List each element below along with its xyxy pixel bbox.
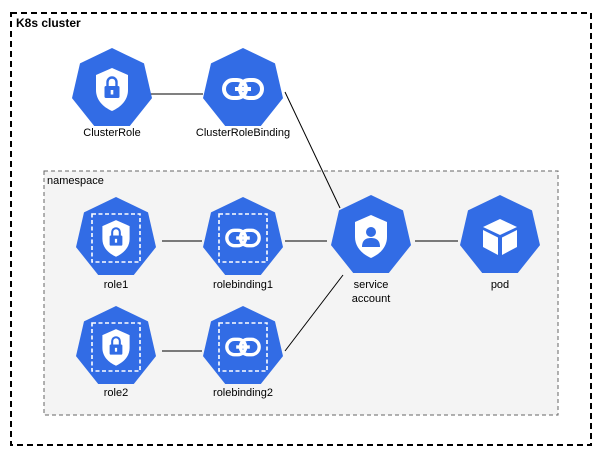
namespace-title: namespace (47, 175, 104, 187)
clusterrole-label: ClusterRole (83, 127, 140, 139)
edge-rolebinding2-serviceaccount (284, 274, 344, 352)
serviceaccount-label-line1: service (354, 279, 389, 291)
clusterrolebinding-label: ClusterRoleBinding (196, 127, 290, 139)
cluster-title: K8s cluster (16, 16, 81, 30)
pod-node: pod (460, 195, 540, 291)
role2-node: role2 (76, 306, 156, 399)
role1-label: role1 (104, 279, 128, 291)
edge-clusterrolebinding-serviceaccount (284, 91, 341, 209)
rolebinding2-node: rolebinding2 (203, 306, 283, 399)
clusterrole-node: ClusterRole (72, 48, 152, 139)
rolebinding2-label: rolebinding2 (213, 387, 273, 399)
cluster-boundary (10, 12, 592, 446)
role2-label: role2 (104, 387, 128, 399)
rolebinding1-node: rolebinding1 (203, 197, 283, 291)
connectors (150, 91, 458, 352)
serviceaccount-node: service account (331, 195, 411, 305)
rolebinding1-label: rolebinding1 (213, 279, 273, 291)
serviceaccount-label-line2: account (352, 293, 391, 305)
role1-node: role1 (76, 197, 156, 291)
pod-label: pod (491, 279, 509, 291)
clusterrolebinding-node: ClusterRoleBinding (196, 48, 290, 139)
